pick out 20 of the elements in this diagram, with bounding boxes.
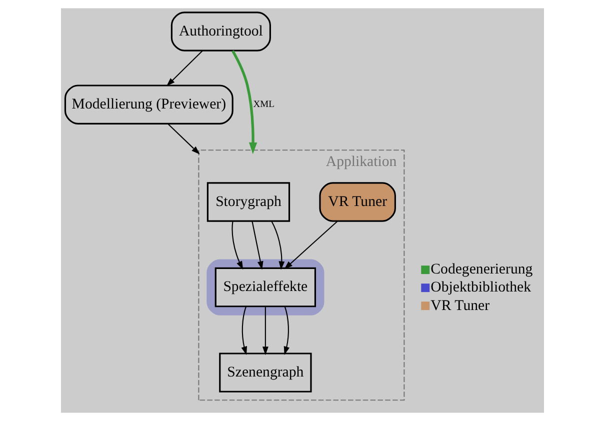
node-box: Szenengraph [219,352,312,392]
arrow [232,50,258,154]
arrow [232,221,244,270]
node-box: VR Tuner [319,182,396,222]
legend-label: Codegenerierung [430,262,533,278]
arrow [166,50,203,86]
node-box: Authoringtool [170,12,271,52]
edge-label: XML [253,100,274,110]
arrow [271,220,285,270]
arrow [168,124,200,154]
arrow [262,306,268,356]
legend-label: VR Tuner [430,298,490,314]
node-box: Modellierung (Previewer) [64,84,234,124]
arrow [284,220,338,270]
node-box: Storygraph [206,182,290,222]
node-box: Spezialeffekte [214,267,316,308]
arrow [241,306,247,356]
arrow [252,221,264,270]
legend-label: Objektbibliothek [430,280,532,296]
arrow [284,306,290,356]
